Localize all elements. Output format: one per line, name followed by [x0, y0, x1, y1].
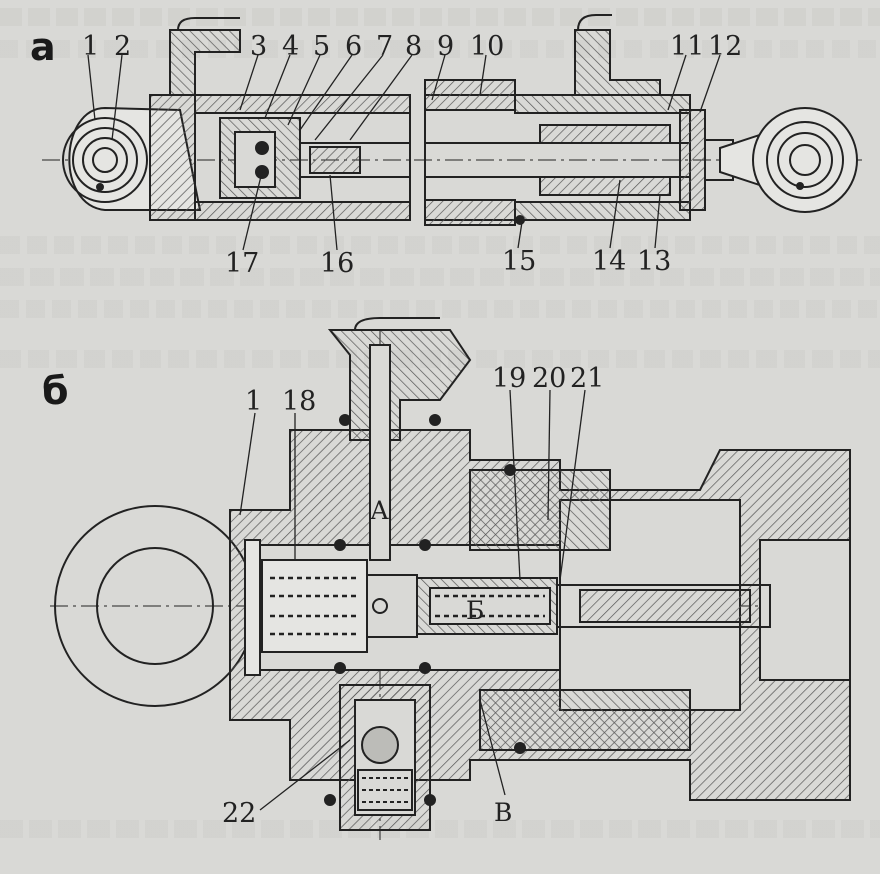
- part-label-3: 3: [250, 31, 268, 62]
- part-label-13: 13: [637, 246, 672, 277]
- part-label-2: 2: [114, 31, 132, 62]
- panel-a-label: a: [30, 25, 56, 69]
- cavity-label-v: В: [494, 798, 513, 827]
- part-label-8: 8: [405, 31, 423, 62]
- part-label-7: 7: [376, 31, 394, 62]
- part-label-9: 9: [437, 31, 455, 62]
- part-label-17: 17: [225, 248, 260, 279]
- part-label-14: 14: [592, 246, 627, 277]
- part-label-22: 22: [222, 798, 257, 829]
- part-label-18: 18: [282, 386, 317, 417]
- right-eye: [752, 107, 858, 213]
- cavity-label-a: А: [370, 496, 389, 525]
- part-label-b-1: 1: [245, 386, 263, 417]
- part-label-6: 6: [345, 31, 363, 62]
- panel-b-drawing: [50, 317, 851, 840]
- part-label-5: 5: [313, 31, 331, 62]
- part-label-15: 15: [502, 246, 537, 277]
- panel-b-leaders: [239, 389, 586, 811]
- panel-a-leaders: [87, 54, 721, 251]
- panel-b-label: б: [42, 369, 69, 413]
- panel-a-drawing: [42, 14, 862, 226]
- cavity-label-b: Б: [466, 596, 485, 625]
- part-label-21: 21: [570, 363, 605, 394]
- part-label-1: 1: [82, 31, 100, 62]
- part-label-16: 16: [320, 248, 355, 279]
- part-label-10: 10: [470, 31, 505, 62]
- part-label-20: 20: [532, 363, 567, 394]
- part-label-19: 19: [492, 363, 527, 394]
- part-label-4: 4: [282, 31, 300, 62]
- part-label-11: 11: [670, 31, 705, 62]
- part-label-12: 12: [708, 31, 743, 62]
